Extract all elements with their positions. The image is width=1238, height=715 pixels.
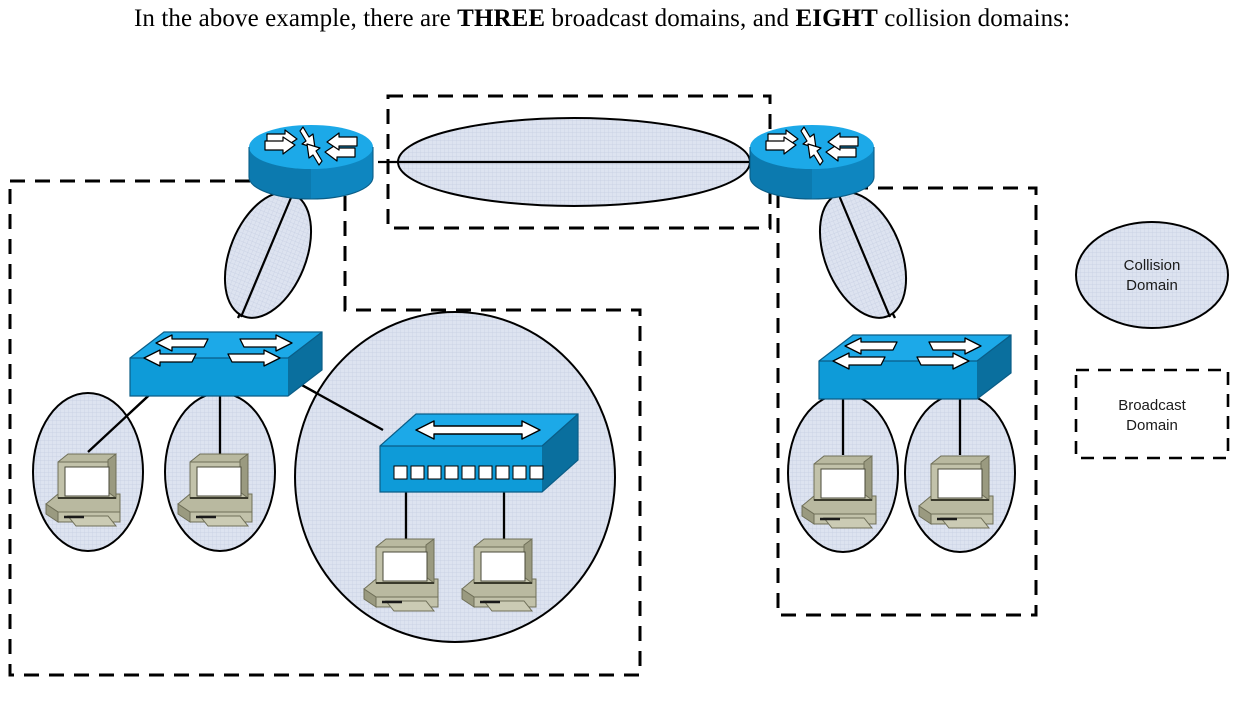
broadcast-domain-right: [776, 186, 1038, 617]
page-caption: In the above example, there are THREE br…: [134, 4, 1134, 34]
router-right[interactable]: [749, 124, 875, 200]
legend-broadcast-shape: [1074, 368, 1230, 460]
caption-part-2: broadcast domains, and: [545, 5, 796, 32]
collision-domain-left-uplink: [223, 191, 313, 319]
legend-collision-shape: [1075, 221, 1229, 329]
legend-broadcast-label-line1: Broadcast: [1118, 397, 1186, 414]
switch-right[interactable]: [818, 334, 1012, 400]
hub[interactable]: [379, 413, 579, 493]
router-left[interactable]: [248, 124, 374, 200]
caption-bold-three: THREE: [457, 5, 546, 32]
legend: Collision Domain Broadcast Domain: [1074, 221, 1230, 460]
link-switch-left-to-hub-overlay: [299, 382, 384, 432]
collision-domain-wan: [397, 117, 751, 207]
switch-left[interactable]: [129, 331, 323, 397]
caption-part-1: In the above example, there are: [134, 5, 458, 32]
legend-collision-label-line2: Domain: [1126, 277, 1178, 294]
caption-part-3: collision domains:: [877, 5, 1071, 32]
collision-domain-right-uplink: [818, 191, 908, 319]
legend-collision-label-line1: Collision: [1124, 257, 1181, 274]
caption-bold-eight: EIGHT: [795, 5, 878, 32]
legend-broadcast-label-line2: Domain: [1126, 417, 1178, 434]
